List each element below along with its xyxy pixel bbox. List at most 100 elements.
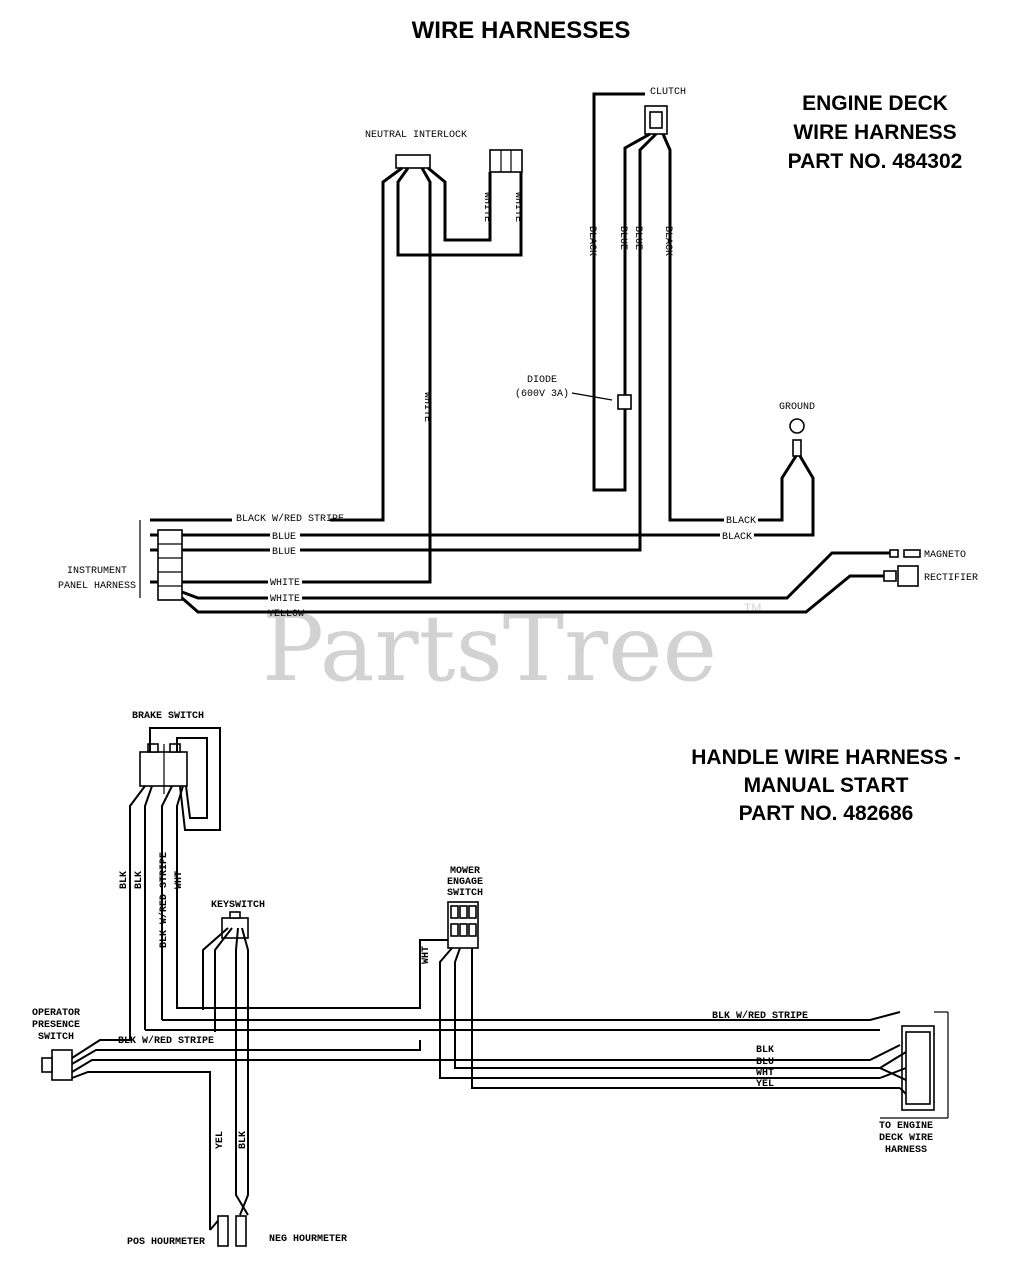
wire-mower-wht bbox=[439, 947, 880, 1079]
wire-keyswitch-3 bbox=[235, 927, 249, 1216]
wire-op-yel bbox=[71, 1071, 211, 1230]
wire-black-red-stripe bbox=[150, 166, 403, 522]
wire-conn-blk bbox=[879, 1051, 907, 1069]
wire-label-blu-h: BLU bbox=[756, 1057, 774, 1068]
wire-black-blue-loop bbox=[592, 92, 651, 492]
wire-mower-blu bbox=[454, 947, 880, 1069]
rectifier-connector bbox=[883, 565, 919, 587]
page-title: WIRE HARNESSES bbox=[412, 17, 631, 44]
to-engine-deck-connector bbox=[880, 1011, 949, 1119]
wire-keyswitch-2 bbox=[214, 927, 233, 1032]
svg-text:HARNESS: HARNESS bbox=[885, 1145, 927, 1156]
neutral-interlock-label: NEUTRAL INTERLOCK bbox=[365, 130, 467, 141]
svg-text:OPERATOR: OPERATOR bbox=[32, 1008, 80, 1019]
wire-label-white-a: WHITE bbox=[481, 192, 492, 222]
mower-engage-switch bbox=[447, 901, 479, 949]
keyswitch-label: KEYSWITCH bbox=[211, 900, 265, 911]
svg-text:INSTRUMENT: INSTRUMENT bbox=[67, 566, 127, 577]
wire-blk-red-v bbox=[161, 785, 173, 1020]
wire-label-blk-a: BLK bbox=[119, 871, 130, 889]
wire-op-3 bbox=[71, 1044, 901, 1073]
diode-symbol bbox=[617, 394, 632, 410]
pos-hourmeter-terminal bbox=[217, 1215, 229, 1247]
neg-hourmeter-terminal bbox=[235, 1215, 247, 1247]
neutral-interlock-connector bbox=[395, 149, 523, 173]
wire-neg-hourmeter bbox=[239, 1030, 249, 1216]
svg-text:TO ENGINE: TO ENGINE bbox=[879, 1121, 933, 1132]
svg-text:ENGINE DECK: ENGINE DECK bbox=[802, 92, 948, 115]
diode-leader bbox=[571, 392, 613, 401]
brake-switch bbox=[139, 743, 188, 794]
instrument-panel-label: INSTRUMENT PANEL HARNESS bbox=[58, 566, 136, 592]
wire-brake-loop-outer bbox=[149, 727, 221, 831]
wire-label-blk-b: BLK bbox=[134, 871, 145, 889]
instrument-panel-connector bbox=[139, 520, 183, 601]
svg-text:SWITCH: SWITCH bbox=[447, 888, 483, 899]
wire-blk-b bbox=[144, 785, 153, 1030]
wire-blk-a bbox=[118, 785, 146, 1041]
wire-label-white-d: WHITE bbox=[270, 578, 300, 589]
svg-text:ENGAGE: ENGAGE bbox=[447, 877, 483, 888]
wire-label-yel-h: YEL bbox=[756, 1079, 774, 1090]
wire-label-black-red: BLACK W/RED STRIPE bbox=[236, 513, 344, 525]
wire-label-white-e: WHITE bbox=[270, 594, 300, 605]
wire-conn-yel bbox=[899, 1087, 907, 1095]
wire-white-loop bbox=[396, 167, 523, 257]
wire-wht-a bbox=[176, 785, 448, 1009]
wire-label-blue-a: BLUE bbox=[617, 226, 628, 250]
wire-label-wht-b: WHT bbox=[421, 946, 432, 964]
operator-presence-label: OPERATOR PRESENCE SWITCH bbox=[32, 1008, 80, 1043]
ground-ring-terminal bbox=[789, 418, 805, 457]
diode-label: DIODE (600V 3A) bbox=[515, 375, 569, 400]
wire-label-yel-v: YEL bbox=[215, 1131, 226, 1149]
wire-yellow-rectifier bbox=[181, 574, 884, 614]
svg-text:WIRE HARNESS: WIRE HARNESS bbox=[793, 121, 956, 144]
operator-presence-switch bbox=[41, 1049, 73, 1081]
wire-label-white-c: WHITE bbox=[421, 392, 432, 422]
wire-white-inner bbox=[427, 166, 492, 242]
wire-op-1 bbox=[71, 1039, 130, 1059]
wire-label-blk-red-h2: BLK W/RED STRIPE bbox=[118, 1035, 214, 1047]
clutch-label: CLUTCH bbox=[650, 87, 686, 98]
pos-hourmeter-label: POS HOURMETER bbox=[127, 1237, 205, 1248]
brake-switch-label: BRAKE SWITCH bbox=[132, 711, 204, 722]
wire-keyswitch-1 bbox=[202, 927, 229, 1010]
wire-brake-loop-inner bbox=[176, 737, 208, 819]
clutch-connector bbox=[644, 105, 668, 135]
wire-label-blue-d: BLUE bbox=[272, 547, 296, 558]
neg-hourmeter-label: NEG HOURMETER bbox=[269, 1234, 347, 1245]
rectifier-label: RECTIFIER bbox=[924, 573, 978, 584]
wire-label-black-c: BLACK bbox=[726, 516, 756, 527]
svg-text:PART NO. 482686: PART NO. 482686 bbox=[739, 802, 914, 825]
wire-label-yellow: YELLOW bbox=[268, 609, 304, 620]
ground-label: GROUND bbox=[779, 402, 815, 413]
svg-text:HANDLE WIRE HARNESS -: HANDLE WIRE HARNESS - bbox=[691, 746, 961, 769]
wire-white-magneto bbox=[181, 551, 890, 600]
wire-keyswitch-4 bbox=[241, 927, 249, 1030]
svg-text:DECK WIRE: DECK WIRE bbox=[879, 1133, 933, 1144]
svg-text:(600V 3A): (600V 3A) bbox=[515, 388, 569, 400]
wire-mower-yel bbox=[471, 948, 900, 1089]
wire-label-blue-c: BLUE bbox=[272, 532, 296, 543]
magneto-terminal bbox=[889, 549, 921, 558]
wire-op-2 bbox=[71, 1040, 421, 1065]
handle-heading: HANDLE WIRE HARNESS - MANUAL START PART … bbox=[691, 746, 961, 825]
wire-blue-main bbox=[150, 132, 658, 552]
wire-label-white-b: WHITE bbox=[512, 192, 523, 222]
engine-deck-heading: ENGINE DECK WIRE HARNESS PART NO. 484302 bbox=[788, 92, 963, 173]
wire-label-blk-red-v: BLK W/RED STRIPE bbox=[158, 852, 170, 948]
wire-black-ground bbox=[661, 133, 798, 522]
wire-label-blue-b: BLUE bbox=[632, 226, 643, 250]
svg-text:MANUAL START: MANUAL START bbox=[744, 774, 909, 797]
wire-label-wht-h: WHT bbox=[756, 1068, 774, 1079]
mower-engage-label: MOWER ENGAGE SWITCH bbox=[447, 866, 483, 899]
svg-text:PART NO. 484302: PART NO. 484302 bbox=[788, 150, 963, 173]
wire-black-ground-return bbox=[150, 455, 815, 537]
wire-label-blk-v: BLK bbox=[238, 1131, 249, 1149]
wire-conn-wht bbox=[879, 1067, 907, 1081]
svg-text:SWITCH: SWITCH bbox=[38, 1032, 74, 1043]
magneto-label: MAGNETO bbox=[924, 550, 966, 561]
wire-blk-red-h1 bbox=[162, 1011, 901, 1021]
svg-text:PRESENCE: PRESENCE bbox=[32, 1020, 80, 1031]
